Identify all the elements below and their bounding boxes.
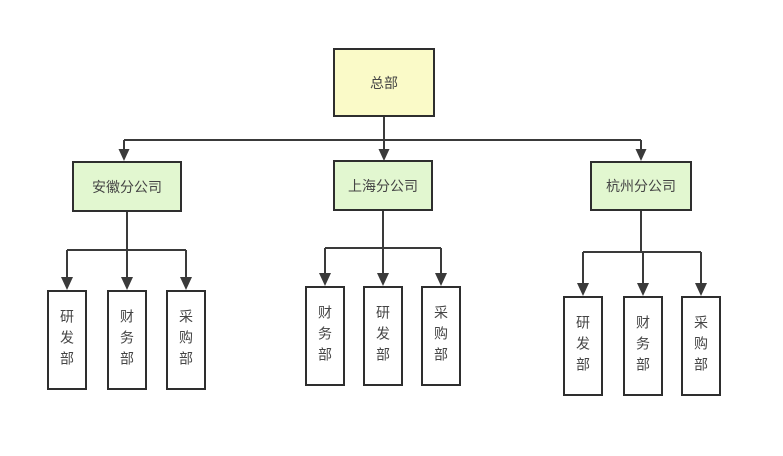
arrowhead-shanghai-dept-2: [377, 273, 389, 286]
node-shanghai-dept-rd-label: 研发部: [375, 304, 391, 368]
arrowhead-hangzhou-dept-1: [577, 283, 589, 296]
node-hangzhou-dept-finance-label: 财务部: [635, 314, 651, 378]
node-anhui-dept-procurement[interactable]: 采购部: [166, 290, 206, 390]
node-hangzhou-dept-rd[interactable]: 研发部: [563, 296, 603, 396]
node-shanghai-dept-finance[interactable]: 财务部: [305, 286, 345, 386]
node-branch-shanghai-label: 上海分公司: [348, 177, 418, 194]
node-hangzhou-dept-procurement-label: 采购部: [693, 314, 709, 378]
node-anhui-dept-finance[interactable]: 财务部: [107, 290, 147, 390]
arrowhead-hangzhou-dept-3: [695, 283, 707, 296]
node-anhui-dept-rd[interactable]: 研发部: [47, 290, 87, 390]
node-hangzhou-dept-finance[interactable]: 财务部: [623, 296, 663, 396]
arrowhead-anhui-dept-2: [121, 277, 133, 290]
node-headquarters[interactable]: 总部: [333, 48, 435, 117]
node-branch-hangzhou[interactable]: 杭州分公司: [590, 161, 692, 211]
node-branch-anhui-label: 安徽分公司: [92, 178, 162, 195]
node-anhui-dept-procurement-label: 采购部: [178, 308, 194, 372]
node-shanghai-dept-rd[interactable]: 研发部: [363, 286, 403, 386]
arrowhead-shanghai-dept-1: [319, 273, 331, 286]
node-hangzhou-dept-rd-label: 研发部: [575, 314, 591, 378]
node-branch-anhui[interactable]: 安徽分公司: [72, 161, 182, 212]
arrowhead-shanghai-dept-3: [435, 273, 447, 286]
node-anhui-dept-rd-label: 研发部: [59, 308, 75, 372]
node-headquarters-label: 总部: [370, 74, 398, 91]
arrowhead-anhui-dept-3: [180, 277, 192, 290]
arrowhead-hangzhou-dept-2: [637, 283, 649, 296]
node-shanghai-dept-procurement-label: 采购部: [433, 304, 449, 368]
node-anhui-dept-finance-label: 财务部: [119, 308, 135, 372]
arrowhead-to-hangzhou: [635, 149, 647, 161]
node-hangzhou-dept-procurement[interactable]: 采购部: [681, 296, 721, 396]
node-shanghai-dept-procurement[interactable]: 采购部: [421, 286, 461, 386]
node-shanghai-dept-finance-label: 财务部: [317, 304, 333, 368]
arrowhead-to-anhui: [118, 149, 130, 161]
node-branch-hangzhou-label: 杭州分公司: [606, 178, 676, 194]
node-branch-shanghai[interactable]: 上海分公司: [333, 160, 433, 211]
arrowhead-anhui-dept-1: [61, 277, 73, 290]
